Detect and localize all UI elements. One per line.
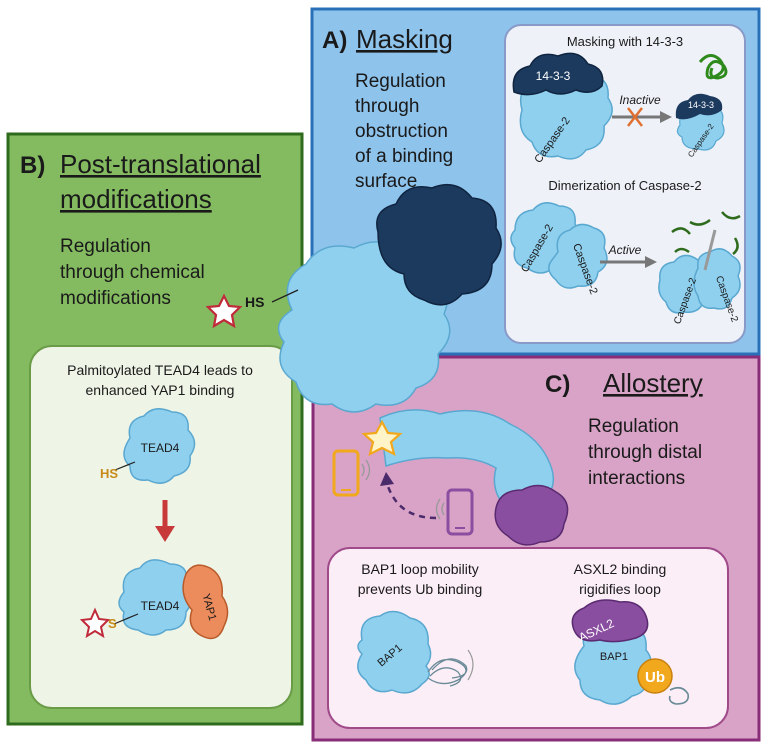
ub-label: Ub xyxy=(645,669,665,686)
palmitoyl-star-icon xyxy=(79,607,111,639)
phone-orange-icon xyxy=(332,449,371,497)
central-protein: HS xyxy=(205,183,569,546)
panel-c-right-title-line: rigidifies loop xyxy=(579,581,661,597)
masked-caspase2-complex: 14-3-3 Caspase-2 xyxy=(512,52,613,166)
14-3-3-label: 14-3-3 xyxy=(536,69,571,83)
panel-b-inner-title-line: enhanced YAP1 binding xyxy=(86,382,235,398)
panel-b-desc-line: through chemical xyxy=(60,262,205,283)
panel-b: B) Post-translational modifications Regu… xyxy=(6,132,304,726)
panel-b-desc-line: Regulation xyxy=(60,236,151,257)
panel-b-letter: B) xyxy=(20,152,45,179)
panel-c-right-title-line: ASXL2 binding xyxy=(574,561,667,577)
bap1-bound-label: BAP1 xyxy=(600,651,628,663)
palmitoylation-arrow xyxy=(155,500,175,542)
tead4-unbound: TEAD4 HS xyxy=(100,408,196,484)
panel-b-desc-line: modifications xyxy=(60,288,171,309)
hs-label-central: HS xyxy=(245,294,264,310)
panel-b-description: Regulation through chemical modification… xyxy=(60,236,205,309)
panel-a-desc-line: Regulation xyxy=(355,71,446,92)
panel-c-desc-line: through distal xyxy=(588,442,702,463)
panel-a-letter: A) xyxy=(322,27,347,54)
allosteric-signal-arrow xyxy=(380,472,437,520)
active-label: Active xyxy=(608,243,642,257)
tead4-yap1-complex: TEAD4 YAP1 S xyxy=(79,559,229,640)
tead4-label: TEAD4 xyxy=(141,441,180,455)
dimerization-box-title: Dimerization of Caspase-2 xyxy=(548,178,701,193)
panel-b-inner-title-line: Palmitoylated TEAD4 leads to xyxy=(67,362,253,378)
allosteric-partner xyxy=(494,484,569,546)
panel-a-desc-line: of a binding xyxy=(355,146,453,167)
panel-c-desc-line: interactions xyxy=(588,468,685,489)
panel-c-left-title-line: prevents Ub binding xyxy=(358,581,483,597)
modification-star-icon xyxy=(205,293,243,329)
hs-tether xyxy=(271,289,299,303)
tead4-bound-label: TEAD4 xyxy=(141,599,180,613)
inactive-label: Inactive xyxy=(619,93,661,107)
active-arrow: Active xyxy=(600,243,657,268)
inactive-arrow: Inactive xyxy=(612,93,672,127)
s-label: S xyxy=(108,616,117,631)
panel-b-title-line: modifications xyxy=(60,184,212,214)
allosteric-site-star-icon xyxy=(361,419,403,457)
masking-box-title: Masking with 14-3-3 xyxy=(567,34,683,49)
hs-label-tead4: HS xyxy=(100,466,118,481)
panel-c-description: Regulation through distal interactions xyxy=(588,416,702,489)
panel-a-desc-line: through xyxy=(355,96,419,117)
bap1-flexible-loop: BAP1 xyxy=(357,610,474,694)
phone-purple-icon xyxy=(435,488,474,536)
panel-c-desc-line: Regulation xyxy=(588,416,679,437)
panel-b-title-line: Post-translational xyxy=(60,149,261,179)
14-3-3-small-label: 14-3-3 xyxy=(688,100,714,110)
bap1-asxl2-ub-complex: ASXL2 BAP1 Ub xyxy=(571,599,690,705)
panel-a-desc-line: surface xyxy=(355,171,417,192)
panel-a-desc-line: obstruction xyxy=(355,121,448,142)
panel-a-title: Masking xyxy=(356,24,453,54)
ubiquitin xyxy=(637,658,673,694)
14-3-3-protein xyxy=(512,52,604,96)
panel-a-description: Regulation through obstruction of a bind… xyxy=(355,71,453,192)
panel-c-left-title-line: BAP1 loop mobility xyxy=(361,561,479,577)
substrate-peptide xyxy=(698,54,728,80)
panel-c: C) Allostery Regulation through distal i… xyxy=(311,355,761,742)
panel-c-letter: C) xyxy=(545,371,570,398)
masking-protein xyxy=(376,183,502,306)
panel-c-title: Allostery xyxy=(603,368,703,398)
caspase2-dimer: Caspase-2 Caspase-2 xyxy=(510,202,608,296)
